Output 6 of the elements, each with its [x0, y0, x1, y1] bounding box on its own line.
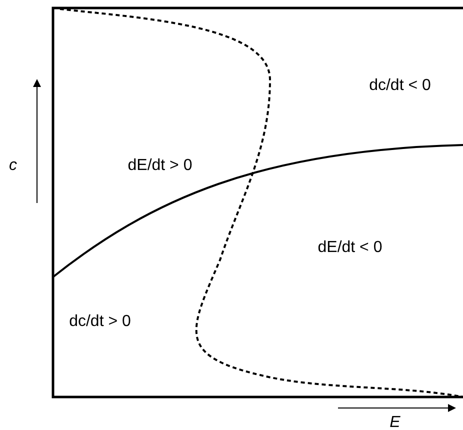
axis-label: c [9, 157, 17, 175]
region-label: dE/dt > 0 [128, 157, 192, 175]
region-label: dE/dt < 0 [318, 239, 382, 257]
axis-label: E [390, 414, 400, 430]
region-label: dc/dt < 0 [369, 77, 431, 95]
region-label: dc/dt > 0 [69, 313, 131, 331]
